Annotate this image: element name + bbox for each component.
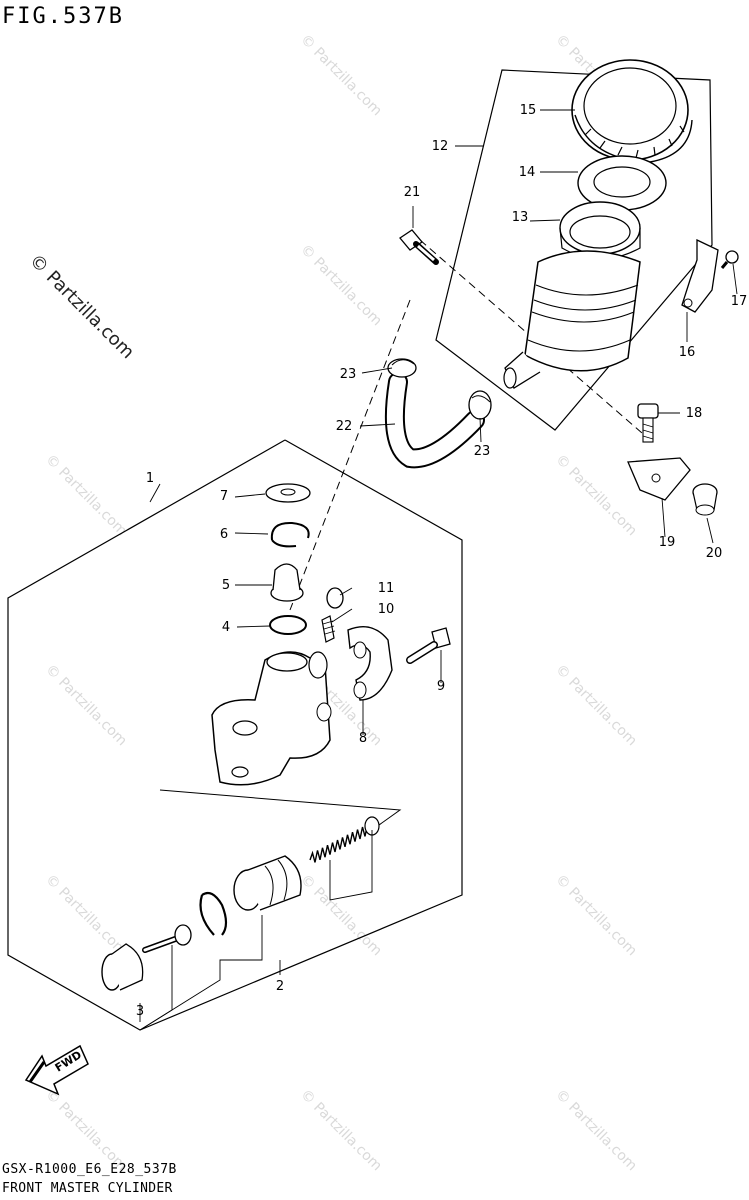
cap-11[interactable]: [326, 587, 344, 609]
assembly-2-bracket: [159, 789, 402, 831]
clip-16[interactable]: [681, 238, 719, 313]
master-cylinder-body[interactable]: [211, 651, 332, 786]
callout-12[interactable]: 12: [432, 139, 449, 154]
callout-2[interactable]: 2: [276, 979, 284, 994]
leader-lines: [139, 109, 738, 1022]
callout-6[interactable]: 6: [220, 527, 228, 542]
callout-7[interactable]: 7: [220, 489, 228, 504]
callout-23[interactable]: 23: [474, 444, 491, 459]
alignment-line: [419, 239, 651, 441]
callout-10[interactable]: 10: [378, 602, 395, 617]
push-rod[interactable]: [142, 924, 192, 953]
callout-19[interactable]: 19: [659, 535, 676, 550]
callout-21[interactable]: 21: [404, 185, 421, 200]
alignment-line: [289, 299, 411, 611]
spring[interactable]: [309, 816, 380, 863]
callout-bracket-2c: [329, 830, 373, 901]
callout-4[interactable]: 4: [222, 620, 230, 635]
callout-15[interactable]: 15: [520, 103, 537, 118]
connector-5[interactable]: [270, 563, 304, 602]
piston-cup[interactable]: [233, 855, 302, 911]
callout-20[interactable]: 20: [706, 546, 723, 561]
watermark: © Partzilla.com: [42, 662, 130, 750]
watermark: © Partzilla.com: [552, 1087, 640, 1175]
watermark: © Partzilla.com: [42, 452, 130, 540]
watermark: © Partzilla.com: [552, 872, 640, 960]
boot-3[interactable]: [101, 943, 144, 991]
forward-arrow-icon: FWD: [24, 1044, 89, 1096]
figure-code: GSX-R1000_E6_E28_537B: [2, 1162, 177, 1177]
bolt-9[interactable]: [406, 627, 451, 664]
clamp-23-lower[interactable]: [468, 390, 492, 420]
figure-title: FIG.537B: [2, 4, 124, 29]
reservoir-tank[interactable]: [503, 250, 641, 389]
callout-17[interactable]: 17: [731, 294, 748, 309]
callout-1[interactable]: 1: [146, 471, 154, 486]
dust-cap-7[interactable]: [265, 483, 311, 503]
circlip-inner[interactable]: [199, 891, 228, 936]
callout-bracket-2: [139, 915, 263, 1031]
diaphragm-13[interactable]: [559, 201, 641, 260]
callout-5[interactable]: 5: [222, 578, 230, 593]
callout-16[interactable]: 16: [679, 345, 696, 360]
circlip-6[interactable]: [270, 521, 310, 548]
callout-18[interactable]: 18: [686, 406, 703, 421]
callout-11[interactable]: 11: [378, 581, 395, 596]
callout-23[interactable]: 23: [340, 367, 357, 382]
watermark: © Partzilla.com: [552, 662, 640, 750]
callout-3[interactable]: 3: [136, 1004, 144, 1019]
clamp-23-upper[interactable]: [387, 358, 417, 378]
callout-14[interactable]: 14: [519, 165, 536, 180]
callout-bracket-2b: [139, 945, 173, 1031]
holder-8[interactable]: [347, 626, 393, 701]
hose-22[interactable]: [384, 372, 485, 469]
figure-caption: FRONT MASTER CYLINDER: [2, 1181, 173, 1196]
bleeder-10[interactable]: [321, 615, 336, 643]
watermark: © Partzilla.com: [297, 32, 385, 120]
watermark: © Partzilla.com: [42, 872, 130, 960]
diaphragm-plate-14[interactable]: [577, 155, 667, 211]
screw-17[interactable]: [720, 250, 739, 269]
collar-21[interactable]: [692, 483, 718, 516]
watermark: © Partzilla.com: [552, 452, 640, 540]
reservoir-cap-15[interactable]: [571, 59, 693, 163]
callout-8[interactable]: 8: [359, 731, 367, 746]
callout-9[interactable]: 9: [437, 679, 445, 694]
watermark: © Partzilla.com: [297, 1087, 385, 1175]
bolt-18[interactable]: [637, 403, 659, 443]
o-ring-4[interactable]: [269, 615, 307, 635]
bracket-19[interactable]: [627, 457, 691, 501]
callout-13[interactable]: 13: [512, 210, 529, 225]
watermark: © Partzilla.com: [297, 242, 385, 330]
callout-22[interactable]: 22: [336, 419, 353, 434]
bolt-20[interactable]: [399, 229, 439, 265]
